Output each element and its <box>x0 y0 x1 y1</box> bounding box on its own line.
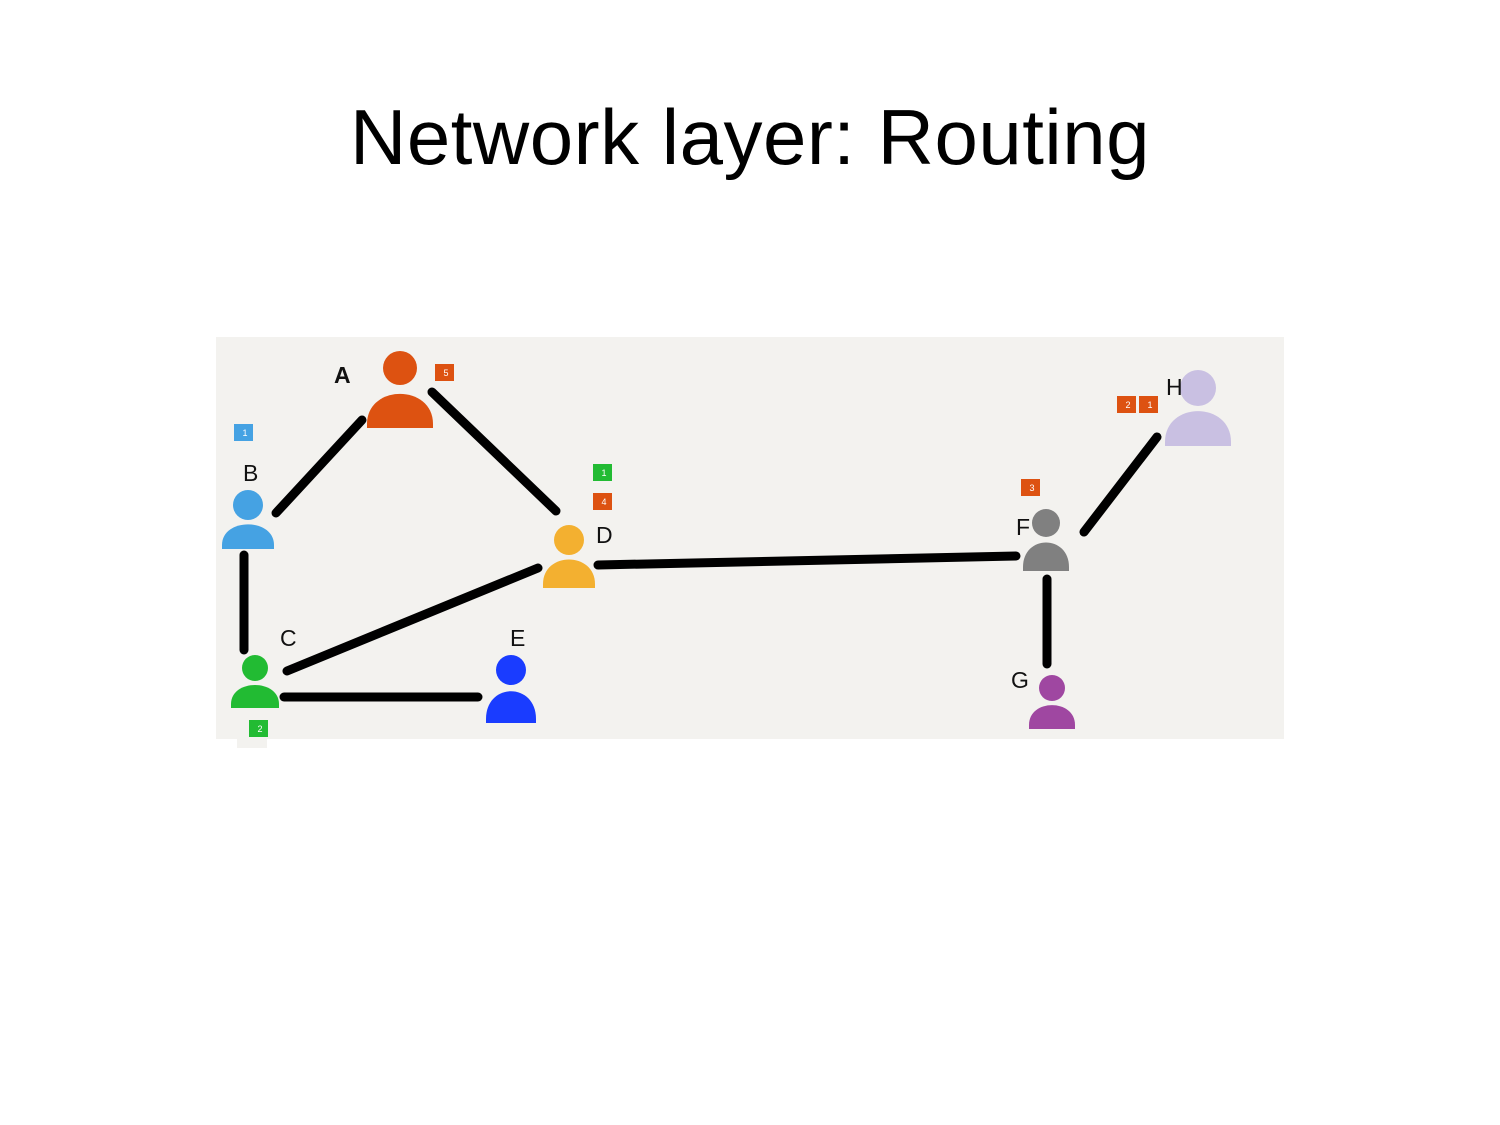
nodes-layer: A B C D E F G H <box>222 351 1231 729</box>
tag-label: 4 <box>601 497 606 507</box>
node-label: D <box>596 522 613 548</box>
link-c-d <box>282 563 543 676</box>
person-icon <box>543 525 595 588</box>
node-e: E <box>486 625 536 723</box>
node-label: G <box>1011 667 1029 693</box>
person-icon <box>222 490 274 549</box>
number-tag: 5 <box>435 364 454 381</box>
node-label: E <box>510 625 525 651</box>
node-f: F <box>1016 509 1069 571</box>
number-tag: 1 <box>593 464 612 481</box>
tag-label: 2 <box>257 724 262 734</box>
node-g: G <box>1011 667 1075 729</box>
number-tag: 4 <box>593 493 612 510</box>
tag-label: 1 <box>242 428 247 438</box>
node-label: H <box>1166 374 1183 400</box>
node-a: A <box>334 351 433 428</box>
node-d: D <box>543 522 613 588</box>
link-d-f <box>593 551 1021 570</box>
slide-title: Network layer: Routing <box>350 93 1150 181</box>
node-label: F <box>1016 514 1030 540</box>
person-icon <box>1023 509 1069 571</box>
number-tag: 3 <box>1021 479 1040 496</box>
person-icon <box>1165 370 1231 446</box>
number-tag: 2 <box>1117 396 1136 413</box>
tag-label: 1 <box>601 468 606 478</box>
number-tag: 1 <box>234 424 253 441</box>
link-f-h <box>1079 432 1162 537</box>
tag-label: 3 <box>1029 483 1034 493</box>
person-icon <box>486 655 536 723</box>
person-icon <box>231 655 279 708</box>
number-tag: 2 <box>249 720 268 737</box>
tag-label: 5 <box>443 368 448 378</box>
link-a-b <box>271 415 367 518</box>
link-a-d <box>427 387 561 516</box>
person-icon <box>1029 675 1075 729</box>
node-h: H <box>1165 370 1231 446</box>
tags-layer: 5 1 1 4 3 2 1 2 <box>234 364 1158 737</box>
node-c: C <box>231 625 297 708</box>
person-icon <box>367 351 433 428</box>
links-layer <box>239 387 1162 702</box>
node-label: B <box>243 460 258 486</box>
tag-label: 2 <box>1125 400 1130 410</box>
tag-label: 1 <box>1147 400 1152 410</box>
number-tag: 1 <box>1139 396 1158 413</box>
node-label: A <box>334 362 351 388</box>
node-label: C <box>280 625 297 651</box>
node-b: B <box>222 460 274 549</box>
